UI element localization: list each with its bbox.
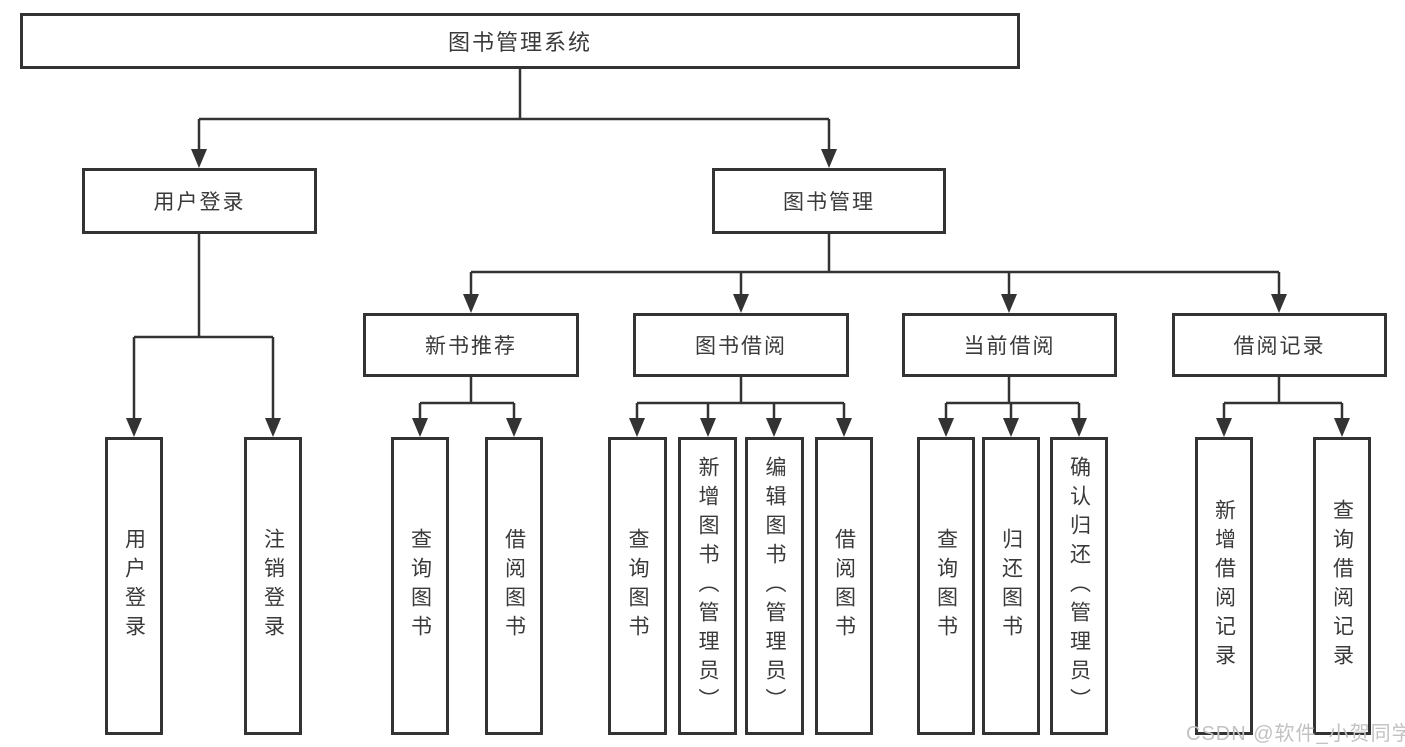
arrowheads [126,149,1350,437]
leaf-query-books-current: 查询图书 [917,437,975,735]
arrowhead [463,294,479,313]
node-new-book-recommend-label: 新书推荐 [425,335,517,358]
leaf-confirm-return-admin: 确认归还（管理员） [1050,437,1108,735]
leaf-add-book-admin: 新增图书（管理员） [678,437,737,735]
arrowhead [506,418,522,437]
leaf-query-books-borrow: 查询图书 [608,437,667,735]
node-user-login: 用户登录 [82,168,317,234]
leaf-logout: 注销登录 [244,437,302,735]
arrowhead [821,149,837,168]
leaf-confirm-return-admin-label: 确认归还（管理员） [1067,455,1091,717]
node-borrow-records-label: 借阅记录 [1233,335,1326,358]
node-current-borrow-label: 当前借阅 [963,335,1056,358]
node-book-management-label: 图书管理 [783,191,875,214]
leaf-query-books-recommend-label: 查询图书 [408,528,432,644]
leaf-borrow-books-borrow: 借阅图书 [815,437,873,735]
arrowhead [938,418,954,437]
watermark-text: CSDN @软件_小贺同学 [1186,723,1405,745]
root-node-library-system: 图书管理系统 [20,13,1020,69]
node-new-book-recommend: 新书推荐 [363,313,579,377]
arrowhead [412,418,428,437]
node-book-borrow: 图书借阅 [633,313,849,377]
arrowhead [1334,418,1350,437]
node-book-borrow-label: 图书借阅 [695,335,787,358]
arrowhead [836,418,852,437]
arrowhead [1071,418,1087,437]
edge-borrowrecords-to-leaves [1222,377,1344,420]
edge-currentborrow-to-leaves [944,377,1081,420]
edge-userlogin-to-leaves [132,234,275,420]
arrowhead [1216,418,1232,437]
arrowhead [191,149,207,168]
leaf-query-borrow-record: 查询借阅记录 [1313,437,1371,735]
arrowhead [126,418,142,437]
leaf-edit-book-admin-label: 编辑图书（管理员） [763,455,786,717]
node-borrow-records: 借阅记录 [1172,313,1387,377]
root-node-label: 图书管理系统 [447,30,592,55]
arrowhead [629,418,645,437]
leaf-query-books-current-label: 查询图书 [934,528,958,644]
leaf-user-login: 用户登录 [105,437,163,735]
arrowhead [1271,294,1287,313]
arrowhead [766,418,782,437]
arrowhead [265,418,281,437]
node-current-borrow: 当前借阅 [902,313,1117,377]
leaf-add-borrow-record-label: 新增借阅记录 [1212,499,1236,673]
leaf-return-books: 归还图书 [982,437,1040,735]
leaf-logout-label: 注销登录 [261,528,285,644]
leaf-query-borrow-record-label: 查询借阅记录 [1330,499,1354,673]
leaf-return-books-label: 归还图书 [999,528,1023,644]
arrowhead [1001,294,1017,313]
arrowhead [733,294,749,313]
edge-bookmgmt-to-level3 [469,234,1281,296]
leaf-user-login-label: 用户登录 [122,528,146,644]
leaf-borrow-books-recommend: 借阅图书 [485,437,543,735]
edge-newbook-to-leaves [418,377,516,420]
leaf-add-book-admin-label: 新增图书（管理员） [696,455,719,717]
leaf-borrow-books-borrow-label: 借阅图书 [832,528,856,644]
leaf-edit-book-admin: 编辑图书（管理员） [745,437,804,735]
leaf-query-books-borrow-label: 查询图书 [626,528,649,644]
arrowhead [700,418,716,437]
node-book-management: 图书管理 [712,168,946,234]
leaf-query-books-recommend: 查询图书 [391,437,449,735]
node-user-login-label: 用户登录 [153,191,246,214]
arrowhead [1003,418,1019,437]
leaf-borrow-books-recommend-label: 借阅图书 [502,528,526,644]
leaf-add-borrow-record: 新增借阅记录 [1195,437,1253,735]
edge-root-to-level2 [197,69,831,151]
edge-bookborrow-to-leaves [635,377,846,420]
